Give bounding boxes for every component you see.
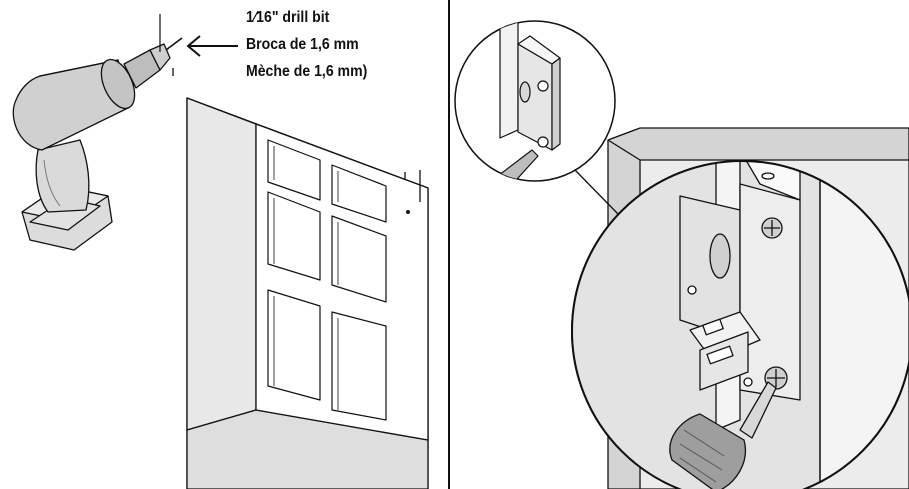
drill-hole-marks — [172, 68, 421, 214]
bracket-detail-small — [454, 20, 616, 182]
callout-line-french: Mèche de 1,6 mm) — [246, 63, 368, 80]
callout-line-english: 1⁄16" drill bit — [246, 9, 330, 26]
magnified-detail-circle — [571, 160, 909, 489]
cordless-drill-icon — [12, 14, 183, 251]
mounting-bracket-icon — [679, 161, 801, 431]
callout-line-spanish: Broca de 1,6 mm — [246, 36, 359, 53]
left-arrow-icon — [186, 35, 238, 57]
detail-connector — [574, 169, 619, 215]
screwdriver-icon — [669, 381, 777, 489]
window-frame-icon — [186, 97, 429, 489]
drill-bit-callout: 1⁄16" drill bit Broca de 1,6 mm Mèche de… — [246, 4, 448, 85]
